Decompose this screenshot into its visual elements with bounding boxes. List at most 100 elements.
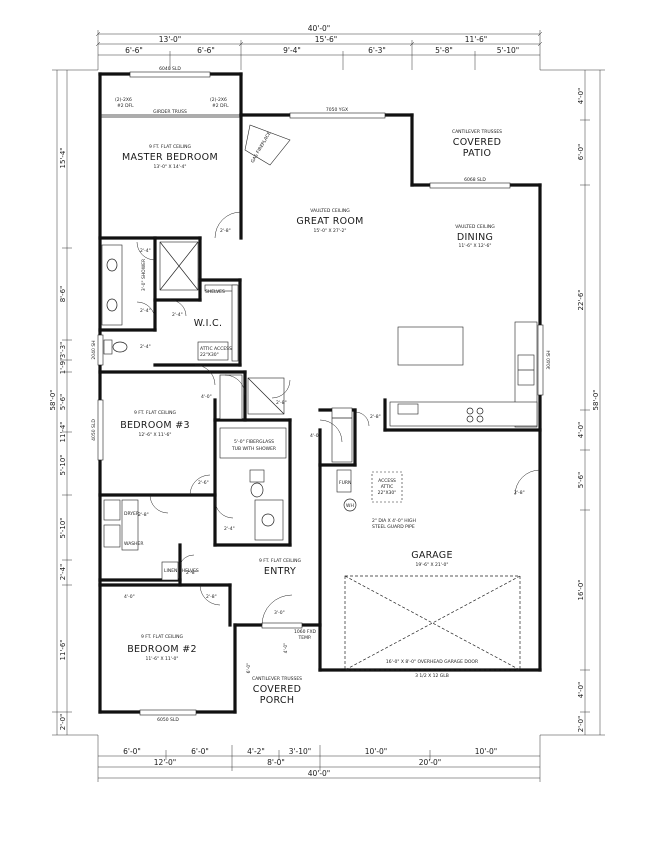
left-dim-9: 2'-4" [59, 564, 67, 581]
bottom-dim-e: 10'-0" [365, 747, 388, 756]
great-room-label: GREAT ROOM [296, 216, 363, 227]
temp-glass: TEMP. [298, 635, 312, 641]
bed2-label: BEDROOM #2 [127, 644, 197, 655]
left-dim-2: 8'-6" [59, 286, 67, 303]
entry-ceiling: 9 FT. FLAT CEILING [259, 558, 301, 564]
bottom-dim-g: 12'-0" [154, 758, 177, 767]
porch-dim-4: 4'-0" [283, 643, 289, 654]
bottom-dim-i: 20'-0" [419, 758, 442, 767]
right-overall-dim: 58'-0" [592, 389, 600, 410]
right-dim-1: 4'-0" [577, 88, 585, 105]
window-kitchen: 3040 SH [546, 350, 552, 369]
right-dimension-lines: 58'-0" 4'-0" 6'-0" 22'-6" 4'-0" 5'-6" 16… [540, 69, 605, 736]
garage-beam-label: 3 1/2 X 12 GLB [415, 673, 449, 679]
left-dim-3: 3'-3" [59, 342, 67, 359]
dryer-label: DRYER [124, 511, 139, 517]
door-tag: 2'-4" [140, 248, 151, 254]
right-dim-7: 4'-0" [577, 682, 585, 699]
garage-access-2: ATTIC [381, 484, 394, 490]
door-tag: 4'-0" [201, 394, 212, 400]
door-tag: 2'-4" [140, 308, 151, 314]
patio-label-1: COVERED [453, 137, 501, 148]
garage-size: 19'-6" X 21'-0" [416, 562, 449, 568]
fireplace [244, 124, 291, 166]
porch-note: CANTILEVER TRUSSES [252, 676, 302, 682]
top-dim-g: 6'-3" [368, 46, 386, 55]
porch-label-1: COVERED [253, 684, 301, 695]
left-dim-11: 2'-0" [59, 714, 67, 731]
left-dim-5: 5'-6" [59, 394, 67, 411]
girder-truss: GIRDER TRUSS [153, 109, 187, 115]
porch-dim-6: 6'-0" [246, 663, 252, 674]
left-dim-8: 5'-10" [59, 517, 67, 538]
door-tag: 2'-8" [138, 512, 149, 518]
door-tag: 2'-8" [514, 490, 525, 496]
dining-size: 11'-6" X 12'-6" [459, 243, 492, 249]
bed3-size: 12'-6" X 11'-6" [139, 432, 172, 438]
left-dim-1: 15'-4" [59, 147, 67, 168]
left-dim-6: 11'-4" [59, 421, 67, 442]
tub-label-2: TUB WITH SHOWER [231, 446, 276, 452]
room-labels: 9 FT. FLAT CEILING MASTER BEDROOM 13'-0"… [120, 129, 502, 706]
left-dim-10: 11'-6" [59, 639, 67, 660]
header-left-1: (2)-2X6 [115, 97, 132, 103]
bed2-size: 11'-6" X 11'-0" [146, 656, 179, 662]
door-tag: 2'-8" [186, 570, 197, 576]
right-dim-2: 6'-0" [577, 144, 585, 161]
wic-attic-access [197, 341, 229, 361]
bed3-label: BEDROOM #3 [120, 420, 190, 431]
master-bedroom-label: MASTER BEDROOM [122, 152, 218, 163]
washer-label: WASHER [124, 541, 144, 547]
bottom-dimension-lines: 6'-0" 6'-0" 4'-2" 3'-10" 10'-0" 10'-0" 1… [97, 735, 541, 782]
great-room-ceiling: VAULTED CEILING [310, 208, 350, 214]
dining-label: DINING [457, 232, 493, 243]
garage-access-1: ACCESS [378, 478, 396, 484]
right-dim-4: 4'-0" [577, 422, 585, 439]
guard-pipe-label-2: STEEL GUARD PIPE [372, 524, 415, 530]
top-dim-d: 6'-6" [125, 46, 143, 55]
left-dim-7: 5'-10" [59, 454, 67, 475]
left-overall-dim: 58'-0" [49, 389, 57, 410]
entry-label: ENTRY [264, 566, 296, 577]
window-bath: 2040 SH [91, 340, 97, 359]
windows [97, 71, 544, 716]
porch-label-2: PORCH [260, 695, 295, 706]
door-tag: 2'-6" [198, 480, 209, 486]
sld-bed2: 6050 SLD [157, 717, 179, 723]
great-room-size: 15'-0" X 27'-2" [314, 228, 347, 234]
right-dim-5: 5'-6" [577, 472, 585, 489]
door-tag: 2'-8" [220, 228, 231, 234]
sld-patio: 6068 SLD [464, 177, 486, 183]
bottom-dim-f: 10'-0" [475, 747, 498, 756]
top-dim-e: 6'-6" [197, 46, 215, 55]
tub [219, 427, 287, 459]
door-tag: 2'-8" [370, 414, 381, 420]
door-tag: 2'-4" [224, 526, 235, 532]
top-dim-b: 15'-6" [315, 35, 338, 44]
top-dim-i: 5'-10" [497, 46, 520, 55]
tub-label-1: 5'-0" FIBERGLASS [234, 439, 274, 445]
entry-window: 1060 FXD [294, 629, 317, 635]
door-tag: 2'-8" [276, 400, 287, 406]
window-great-room: 7050 YGX [326, 107, 348, 113]
door-tags: 2'-8" 2'-4" 2'-4" 2'-4" 2'-4" 4'-0" 2'-8… [124, 228, 525, 616]
door-tag: 4'-0" [124, 594, 135, 600]
dining-ceiling: VAULTED CEILING [455, 224, 495, 230]
left-dim-4: 1'-9" [59, 358, 67, 375]
garage-label: GARAGE [411, 550, 453, 561]
top-dim-c: 11'-6" [465, 35, 488, 44]
door-tag: 2'-4" [172, 312, 183, 318]
misc-labels: 6040 SLD 6068 SLD 6050 SLD 7050 YGX 4050… [91, 66, 552, 723]
window-bed3: 4050 SLD [91, 419, 97, 441]
fixtures [101, 124, 538, 671]
bed2-ceiling: 9 FT. FLAT CEILING [141, 634, 183, 640]
bottom-overall-dim: 40'-0" [308, 769, 331, 778]
wic-attic-label: ATTIC ACCESS [200, 346, 232, 352]
bottom-dim-d: 3'-10" [289, 747, 312, 756]
guard-pipe-label-1: 2" DIA X 4'-0" HIGH [372, 518, 416, 524]
right-dim-8: 2'-0" [577, 716, 585, 733]
shower-label: 3'-0" SHOWER [141, 259, 147, 291]
water-heater-label: WH [346, 503, 354, 509]
bottom-dim-c: 4'-2" [247, 747, 265, 756]
